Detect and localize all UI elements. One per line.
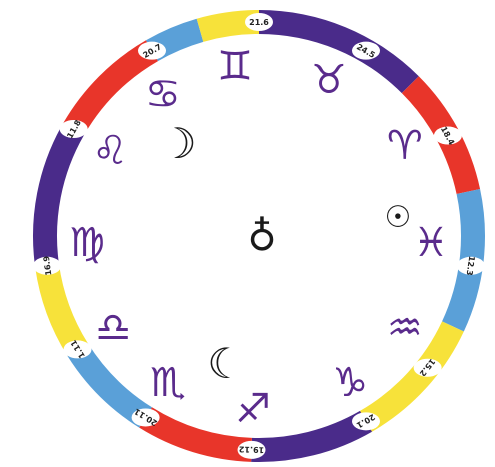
libra-icon: ♎ — [95, 305, 131, 351]
earth-icon: ♁ — [247, 214, 276, 260]
cancer-icon: ♋ — [145, 71, 181, 117]
aquarius-icon: ♒ — [387, 305, 423, 351]
sun-icon: ☉ — [385, 200, 412, 235]
scorpio-icon: ♏ — [150, 360, 186, 406]
moon-waxing-icon: ☽ — [159, 119, 197, 168]
date-label: 21.6 — [249, 18, 269, 27]
capricorn-icon: ♑ — [332, 360, 368, 406]
gemini-icon: ♊ — [217, 44, 253, 90]
pisces-icon: ♓ — [413, 220, 449, 266]
date-label: 19.12 — [239, 444, 265, 454]
moon-waning-icon: ☾ — [207, 339, 245, 388]
aries-icon: ♈ — [387, 123, 423, 169]
sagittarius-icon: ♐ — [235, 386, 271, 432]
taurus-icon: ♉ — [311, 57, 347, 103]
virgo-icon: ♍ — [69, 220, 105, 266]
leo-icon: ♌ — [92, 128, 128, 174]
